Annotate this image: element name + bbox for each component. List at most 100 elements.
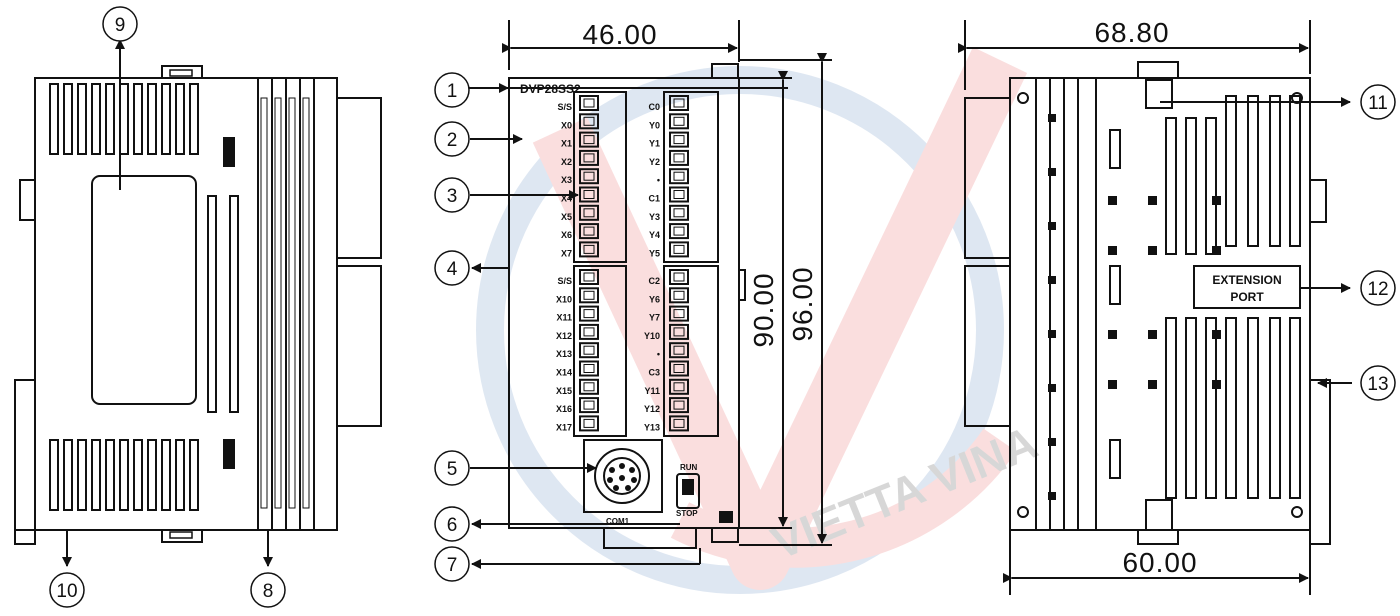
com-port-frame xyxy=(583,439,663,513)
callout-6: 6 xyxy=(434,506,470,542)
back-bottom-clip xyxy=(1145,499,1173,531)
input-terminal-label: X17 xyxy=(556,422,572,432)
input-terminal-label: X1 xyxy=(561,139,572,149)
callout-number: 8 xyxy=(263,581,274,602)
terminal-block-output-bottom xyxy=(663,265,719,437)
callout-7: 7 xyxy=(434,546,470,582)
dimension-lines xyxy=(502,20,1311,595)
input-terminal-label: X4 xyxy=(561,194,572,204)
front-view xyxy=(508,63,746,549)
output-terminal-label: C2 xyxy=(648,276,660,286)
output-terminal-label: • xyxy=(657,349,660,359)
back-view xyxy=(964,61,1331,545)
callout-12: 12 xyxy=(1360,270,1396,306)
dim-front-width: 46.00 xyxy=(582,19,657,50)
input-terminal-label: X2 xyxy=(561,157,572,167)
side-view-rail-hook xyxy=(19,179,36,221)
front-view-labels: DVP28SS2 S/SX0X1X2X3X4X5X6X7S/SX10X11X12… xyxy=(520,82,698,526)
callout-number: 7 xyxy=(447,555,458,576)
callout-10: 10 xyxy=(49,572,85,608)
input-terminal-label: S/S xyxy=(557,276,572,286)
stop-label: STOP xyxy=(676,509,698,518)
callout-2: 2 xyxy=(434,121,470,157)
terminal-block-input-top xyxy=(573,91,627,263)
extension-port-line2: PORT xyxy=(1230,290,1264,304)
back-top-clip xyxy=(1137,61,1179,79)
back-terminal-block-bottom xyxy=(964,265,1011,427)
run-stop-switch xyxy=(676,473,700,509)
output-terminal-label: Y11 xyxy=(644,386,660,396)
terminal-block-output-top xyxy=(663,91,719,263)
callout-number: 3 xyxy=(447,186,458,207)
callout-1: 1 xyxy=(434,72,470,108)
input-terminal-label: X15 xyxy=(556,386,572,396)
output-terminal-label: Y5 xyxy=(649,248,660,258)
side-view-body xyxy=(34,77,338,531)
callout-5: 5 xyxy=(434,450,470,486)
extension-port-line1: EXTENSION xyxy=(1212,273,1281,287)
input-terminal-label: X6 xyxy=(561,230,572,240)
dim-height-outer: 96.00 xyxy=(787,266,818,341)
dim-height-inner: 90.00 xyxy=(748,272,779,347)
output-terminal-label: Y6 xyxy=(649,294,660,304)
input-terminal-label: X0 xyxy=(561,120,572,130)
callout-leaders xyxy=(62,39,1352,569)
side-view-top-clip xyxy=(161,65,203,79)
callout-number: 6 xyxy=(447,515,458,536)
com-port xyxy=(594,448,650,504)
output-terminal-label: Y3 xyxy=(649,212,660,222)
dim-back-width: 68.80 xyxy=(1094,17,1169,48)
output-terminal-label: Y7 xyxy=(649,313,660,323)
output-terminal-label: Y4 xyxy=(649,230,660,240)
callout-number: 10 xyxy=(56,581,77,602)
terminal-block-input-bottom xyxy=(573,265,627,437)
input-terminal-label: X7 xyxy=(561,248,572,258)
input-terminal-label: S/S xyxy=(557,102,572,112)
extension-port-box xyxy=(1193,265,1301,309)
input-terminal-label: X3 xyxy=(561,175,572,185)
dimension-labels: 46.00 68.80 60.00 90.00 96.00 xyxy=(582,17,1197,578)
output-terminal-label: Y2 xyxy=(649,157,660,167)
side-terminal-block-top xyxy=(336,97,382,259)
input-terminal-label: X14 xyxy=(556,368,572,378)
callout-4: 4 xyxy=(434,250,470,286)
callout-9: 9 xyxy=(102,6,138,42)
callout-number: 9 xyxy=(115,15,126,36)
callout-3: 3 xyxy=(434,177,470,213)
input-terminal-label: X10 xyxy=(556,294,572,304)
side-view-bottom-clip xyxy=(161,529,203,543)
input-terminal-label: X13 xyxy=(556,349,572,359)
input-terminal-label: X12 xyxy=(556,331,572,341)
callout-8: 8 xyxy=(250,572,286,608)
com-label: COM1 xyxy=(606,517,630,526)
output-terminal-label: Y1 xyxy=(649,139,660,149)
output-terminal-label: C3 xyxy=(648,368,660,378)
back-terminal-block-top xyxy=(964,97,1011,259)
dim-back-bottom-width: 60.00 xyxy=(1122,547,1197,578)
callout-number: 13 xyxy=(1367,374,1388,395)
output-terminal-label: • xyxy=(657,175,660,185)
callout-11: 11 xyxy=(1360,84,1396,120)
output-terminal-label: Y13 xyxy=(644,422,660,432)
output-terminal-label: C1 xyxy=(648,194,660,204)
callout-number: 1 xyxy=(447,81,458,102)
callout-number: 5 xyxy=(447,459,458,480)
input-terminal-label: X16 xyxy=(556,404,572,414)
callout-number: 11 xyxy=(1368,93,1388,114)
output-terminal-label: C0 xyxy=(648,102,660,112)
callout-number: 4 xyxy=(447,259,458,280)
output-terminal-label: Y12 xyxy=(644,404,660,414)
run-label: RUN xyxy=(680,463,698,472)
output-terminal-label: Y10 xyxy=(644,331,660,341)
callout-number: 2 xyxy=(447,130,458,151)
callout-13: 13 xyxy=(1360,365,1396,401)
side-terminal-block-bottom xyxy=(336,265,382,427)
front-rail-clip xyxy=(603,527,697,549)
side-view xyxy=(14,65,382,545)
input-terminal-label: X11 xyxy=(556,313,572,323)
input-terminal-label: X5 xyxy=(561,212,572,222)
side-view-label-area xyxy=(91,175,197,405)
output-terminal-label: Y0 xyxy=(649,120,660,130)
side-view-rail-latch xyxy=(14,379,36,531)
